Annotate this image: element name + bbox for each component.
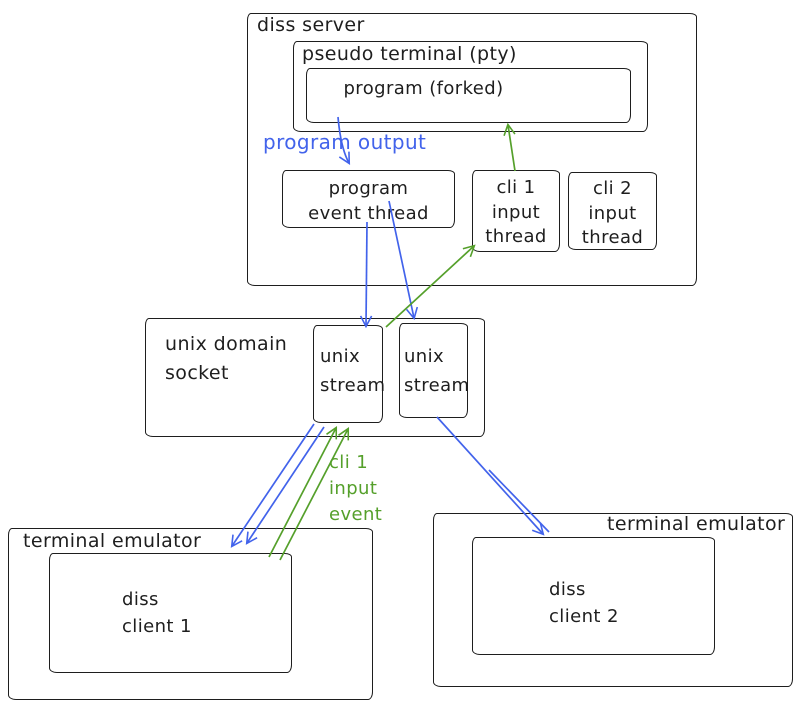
program-forked-label: program (forked) <box>343 78 504 99</box>
program-event-thread-line1: program <box>328 178 409 199</box>
unix-stream1-box <box>313 325 383 423</box>
cli1-event-line2: input <box>329 478 378 499</box>
program-event-thread-line2: event thread <box>308 203 429 224</box>
unix-stream2-label: unix stream <box>404 342 469 400</box>
program-event-thread-label: program event thread <box>282 176 455 226</box>
cli2-input-thread-box <box>568 172 657 250</box>
unix-stream1-label: unix stream <box>320 342 385 400</box>
terminal-emulator2-title: terminal emulator <box>607 513 786 535</box>
cli1-input-thread-label: cli 1 input thread <box>472 176 560 250</box>
cli1-line3: thread <box>485 226 547 247</box>
diss-client2-box <box>472 537 715 655</box>
cli2-line1: cli 2 <box>592 178 633 199</box>
program-output-annotation: program output <box>263 130 427 154</box>
cli1-line2: input <box>491 201 541 223</box>
pty-box <box>293 41 648 132</box>
socket-line1: unix domain <box>165 333 288 355</box>
client1-line2: client 1 <box>122 616 192 637</box>
client2-line1: diss <box>549 579 586 600</box>
diss-client1-label: diss client 1 <box>122 586 192 640</box>
client2-line2: client 2 <box>549 606 619 627</box>
diss-server-title: diss server <box>257 14 365 36</box>
cli1-event-line1: cli 1 <box>329 452 369 473</box>
terminal-emulator1-title: terminal emulator <box>23 530 202 552</box>
cli1-line1: cli 1 <box>496 177 536 198</box>
program-event-thread-box <box>282 170 455 228</box>
cli2-line2: input <box>588 202 637 224</box>
program-forked-box <box>306 68 631 123</box>
cli2-input-thread-label: cli 2 input thread <box>568 177 657 251</box>
cli1-input-thread-box <box>472 170 560 252</box>
cli1-input-event-annotation: cli 1 input event <box>329 450 382 528</box>
stream2-line1: unix <box>404 346 445 367</box>
arrow-stream1-to-client1-b <box>245 426 325 545</box>
terminal-emulator1-box <box>8 528 373 700</box>
client1-line1: diss <box>122 589 159 610</box>
stream1-line2: stream <box>320 375 386 396</box>
terminal-emulator2-box <box>433 513 793 687</box>
unix-domain-socket-label: unix domain socket <box>165 330 287 388</box>
cli1-event-line3: event <box>329 504 383 525</box>
stream1-line1: unix <box>320 346 361 367</box>
cli2-line3: thread <box>581 227 644 248</box>
diss-client1-box <box>49 553 292 673</box>
pty-title: pseudo terminal (pty) <box>302 43 517 65</box>
stream2-line2: stream <box>404 375 470 396</box>
diss-client2-label: diss client 2 <box>549 576 619 630</box>
socket-line2: socket <box>165 362 229 384</box>
